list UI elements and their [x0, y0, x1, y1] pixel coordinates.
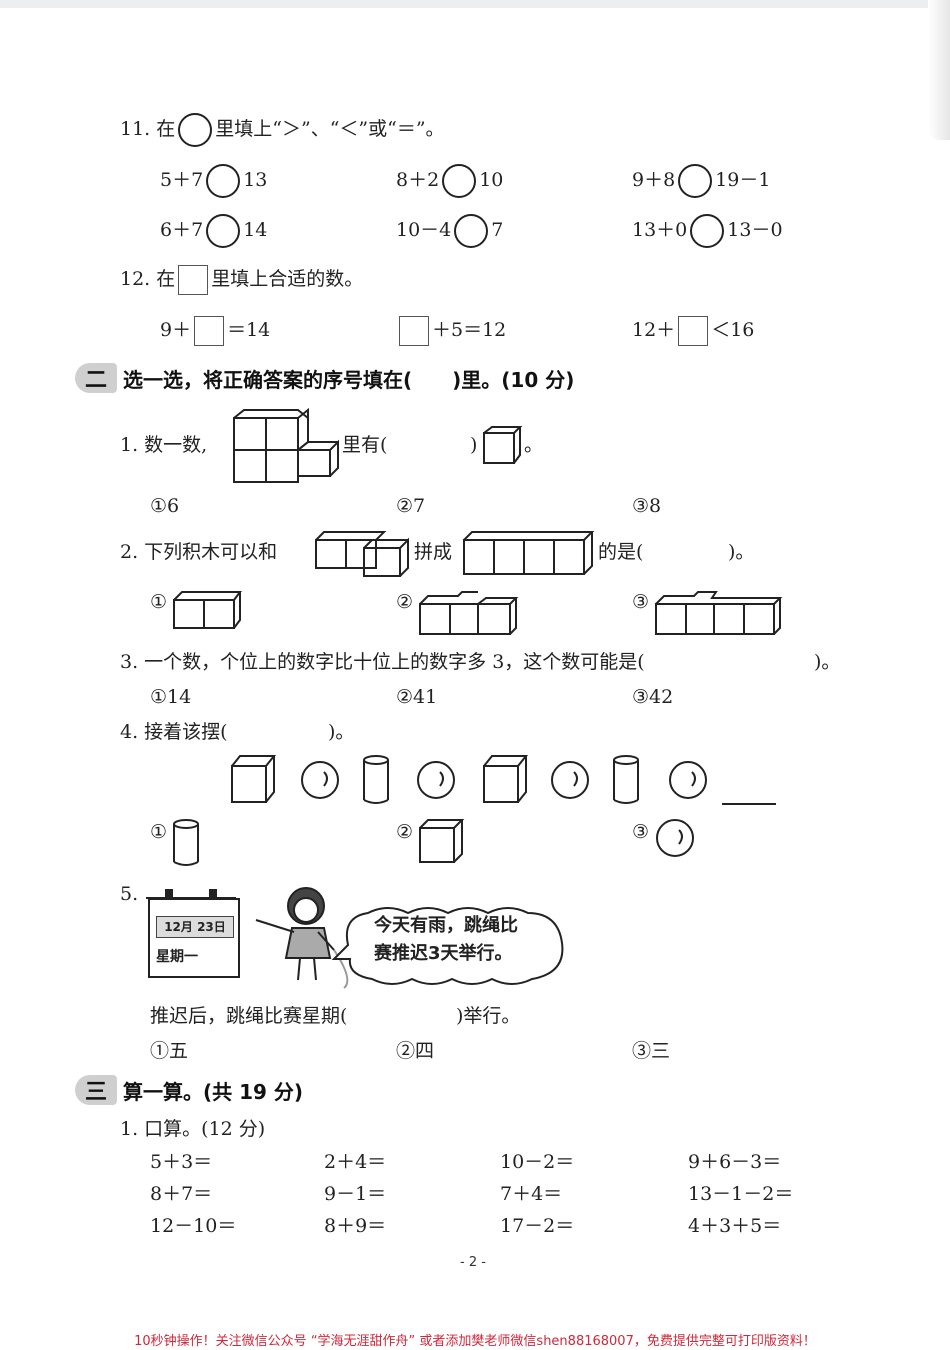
answer-circle[interactable] [678, 164, 713, 198]
calc-item[interactable]: 9－1＝ [324, 1183, 387, 1205]
option[interactable]: ②7 [396, 495, 426, 517]
option3-block-icon [655, 591, 783, 635]
option[interactable]: ③ [632, 821, 650, 843]
cube-icon [419, 819, 465, 863]
s2q1-prefix: 1. 数一数, [120, 434, 208, 456]
section2-badge: 二 [75, 363, 117, 393]
footer-notice: 10秒钟操作！关注微信公众号 “学海无涯甜作舟” 或者添加樊老师微信shen88… [134, 1334, 816, 1349]
calc-item[interactable]: 13－1－2＝ [688, 1183, 794, 1205]
option[interactable]: ② [396, 821, 414, 843]
s2q3-text: 3. 一个数，个位上的数字比十位上的数字多 3，这个数可能是( [120, 651, 645, 673]
option1-block-icon [173, 591, 242, 629]
calendar: 12月 23日 星期一 [148, 898, 240, 978]
girl-pointing-icon [255, 887, 349, 989]
calc-item[interactable]: 8＋9＝ [324, 1215, 387, 1237]
option[interactable]: ②四 [396, 1040, 435, 1062]
section3-badge: 三 [75, 1075, 117, 1105]
option[interactable]: ③ [632, 591, 650, 613]
s2q5-question-end: )举行。 [456, 1005, 521, 1027]
option[interactable]: ①五 [150, 1040, 189, 1062]
q12-item: ＋5＝12 [396, 316, 506, 346]
option2-block-icon [419, 591, 519, 635]
block-piece-icon [315, 531, 409, 577]
s2q2-prefix: 2. 下列积木可以和 [120, 541, 278, 563]
long-block-icon [463, 531, 595, 575]
option[interactable]: ② [396, 591, 414, 613]
answer-box[interactable] [194, 316, 225, 346]
option[interactable]: ① [150, 591, 168, 613]
option[interactable]: ③8 [632, 495, 662, 517]
s2q5-question: 推迟后，跳绳比赛星期( [150, 1005, 348, 1027]
section3-title: 算一算。(共 19 分) [123, 1079, 304, 1104]
s2q5-num: 5. [120, 883, 139, 905]
q12-title: 12. 在里填上合适的数。 [120, 265, 363, 295]
option[interactable]: ①14 [150, 686, 192, 708]
s2q1-end: 。 [524, 434, 544, 456]
s2q3-end: )。 [814, 651, 841, 673]
calc-item[interactable]: 9＋6－3＝ [688, 1151, 782, 1173]
s2q4-end: )。 [328, 721, 355, 743]
calc-item[interactable]: 7＋4＝ [500, 1183, 563, 1205]
answer-box[interactable] [678, 316, 709, 346]
sphere-icon [656, 819, 694, 857]
cylinder-icon [173, 819, 199, 866]
q11-title: 11. 在里填上“＞”、“＜”或“＝”。 [120, 113, 445, 147]
s2q2-end: )。 [728, 541, 755, 563]
s3q1-title: 1. 口算。(12 分) [120, 1118, 266, 1140]
option[interactable]: ③42 [632, 686, 674, 708]
calc-item[interactable]: 5＋3＝ [150, 1151, 213, 1173]
answer-box[interactable] [399, 316, 429, 346]
calc-item[interactable]: 4＋3＋5＝ [688, 1215, 782, 1237]
section2-title: 选一选，将正确答案的序号填在( )里。(10 分) [123, 367, 575, 392]
q12-title-box-icon [178, 265, 209, 295]
cube-stack-icon [233, 407, 339, 483]
scrollbar[interactable] [928, 0, 950, 140]
answer-circle[interactable] [206, 164, 241, 198]
calc-item[interactable]: 2＋4＝ [324, 1151, 387, 1173]
q12-item: 9＋＝14 [160, 316, 270, 346]
s2q1-suffix: ) [470, 434, 478, 456]
calendar-date: 12月 23日 [156, 916, 234, 938]
calc-item[interactable]: 17－2＝ [500, 1215, 575, 1237]
speech-text: 今天有雨，跳绳比 赛推迟3天举行。 [374, 915, 518, 964]
q11-title-circle-icon [178, 113, 213, 147]
option[interactable]: ③三 [632, 1040, 671, 1062]
page-number: - 2 - [460, 1255, 486, 1270]
calc-item[interactable]: 8＋7＝ [150, 1183, 213, 1205]
top-strip [0, 0, 950, 8]
s2q4-text: 4. 接着该摆( [120, 721, 228, 743]
section3-header: 三 算一算。(共 19 分) [75, 1072, 303, 1108]
calendar-week: 星期一 [156, 949, 198, 965]
section2-header: 二 选一选，将正确答案的序号填在( )里。(10 分) [75, 360, 574, 396]
calc-item[interactable]: 12－10＝ [150, 1215, 237, 1237]
s2q2-middle: 拼成 [414, 541, 453, 563]
q12-item: 12＋＜16 [632, 316, 754, 346]
answer-circle[interactable] [690, 214, 725, 248]
s2q2-suffix: 的是( [598, 541, 644, 563]
answer-circle[interactable] [442, 164, 477, 198]
calc-item[interactable]: 10－2＝ [500, 1151, 575, 1173]
option[interactable]: ①6 [150, 495, 180, 517]
speech-bubble-icon [331, 907, 564, 985]
answer-circle[interactable] [454, 214, 489, 248]
single-cube-icon [483, 426, 523, 464]
shape-pattern-icon [231, 755, 776, 805]
option[interactable]: ① [150, 821, 168, 843]
answer-circle[interactable] [206, 214, 241, 248]
option[interactable]: ②41 [396, 686, 438, 708]
s2q1-middle: 里有( [342, 434, 388, 456]
